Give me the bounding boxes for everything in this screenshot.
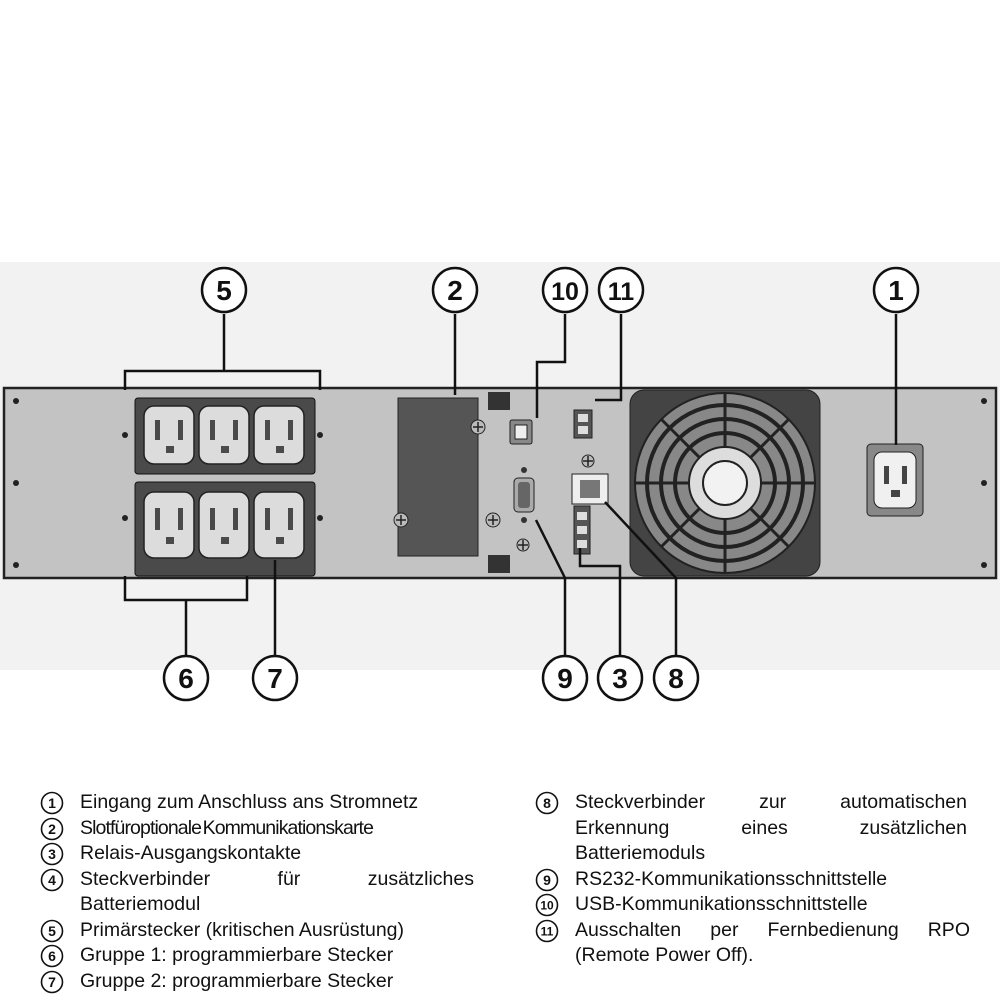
legend-number-badge: 2 — [40, 817, 64, 841]
callout-label: 6 — [178, 663, 194, 694]
chassis-screws — [13, 398, 987, 568]
ups-rear-panel-diagram: 5 2 10 11 1 6 7 9 3 8 — [0, 262, 1000, 702]
legend-text: Primärstecker (kritischen Ausrüstung) — [80, 918, 405, 941]
legend-item-2: 2 Slotfüroptionale Kommunikationskarte — [40, 816, 490, 842]
callout-1: 1 — [872, 266, 920, 314]
legend-text: Gruppe 1: programmierbare Stecker — [80, 944, 394, 966]
legend-item-9: 9 RS232-Kommunikationsschnittstelle — [535, 867, 985, 893]
callout-label: 8 — [668, 663, 684, 694]
callout-6: 6 — [162, 654, 210, 702]
legend-text: RS232-Kommunikationsschnittstelle — [575, 867, 888, 890]
cooling-fan — [629, 389, 821, 577]
communication-card-slot — [397, 397, 479, 557]
callout-label: 11 — [608, 278, 635, 306]
callout-label: 7 — [267, 663, 283, 694]
iec-outlets — [143, 405, 305, 559]
legend-item-6: 6 Gruppe 1: programmierbare Stecker — [40, 943, 490, 969]
callout-2: 2 — [431, 266, 479, 314]
svg-text:4: 4 — [48, 872, 56, 888]
legend-number-badge: 6 — [40, 944, 64, 968]
callout-7: 7 — [251, 654, 299, 702]
legend-item-3: 3 Relais-Ausgangskontakte — [40, 841, 490, 867]
legend-number-badge: 3 — [40, 842, 64, 866]
svg-text:8: 8 — [543, 795, 551, 811]
legend-number-badge: 1 — [40, 791, 64, 815]
legend-number-badge: 5 — [40, 919, 64, 943]
callout-10: 10 — [541, 266, 589, 314]
legend-number-badge: 11 — [535, 919, 559, 943]
callout-5: 5 — [200, 266, 248, 314]
svg-text:2: 2 — [48, 821, 56, 837]
legend-left-column: 1 Eingang zum Anschluss ans Stromnetz 2 … — [40, 790, 490, 994]
svg-text:6: 6 — [48, 948, 56, 964]
callout-label: 9 — [557, 663, 573, 694]
legend-text: Eingang zum Anschluss ans Stromnetz — [80, 791, 419, 813]
svg-text:11: 11 — [541, 924, 554, 938]
svg-text:9: 9 — [543, 872, 551, 888]
legend-text: Ausschalten per Fernbedienung RPO (Remot… — [575, 918, 970, 967]
legend-number-badge: 10 — [535, 893, 559, 917]
callout-9: 9 — [541, 654, 589, 702]
legend-item-5: 5 Primärstecker (kritischen Ausrüstung) — [40, 918, 490, 944]
callout-8: 8 — [652, 654, 700, 702]
callout-label: 3 — [612, 663, 628, 694]
legend-text: Steckverbinder für zusätzliches Batterie… — [80, 867, 474, 916]
callout-11: 11 — [597, 266, 645, 314]
svg-text:7: 7 — [48, 974, 56, 990]
panel-bracket-bottom — [488, 555, 510, 573]
legend-text: Steckverbinder zur automatischen Erkennu… — [575, 791, 967, 864]
legend-text: Relais-Ausgangskontakte — [80, 842, 302, 864]
svg-text:1: 1 — [48, 795, 56, 811]
legend-item-1: 1 Eingang zum Anschluss ans Stromnetz — [40, 790, 490, 816]
callout-label: 1 — [888, 275, 904, 306]
callout-label: 2 — [447, 275, 463, 306]
legend-text: USB-Kommunikationsschnittstelle — [575, 893, 868, 915]
svg-text:3: 3 — [48, 846, 56, 862]
legend-number-badge: 7 — [40, 970, 64, 994]
legend-text: Slotfüroptionale Kommunikationskarte — [80, 816, 374, 839]
legend-number-badge: 8 — [535, 791, 559, 815]
callout-label: 5 — [216, 275, 232, 306]
panel-bracket-top — [488, 392, 510, 410]
legend-item-8: 8 Steckverbinder zur automatischen Erken… — [535, 790, 985, 867]
legend-item-7: 7 Gruppe 2: programmierbare Stecker — [40, 969, 490, 995]
legend-number-badge: 4 — [40, 868, 64, 892]
callout-leader-lines — [123, 314, 898, 656]
legend-item-11: 11 Ausschalten per Fernbedienung RPO (Re… — [535, 918, 985, 969]
legend-text: Gruppe 2: programmierbare Stecker — [80, 969, 394, 992]
callout-label: 10 — [551, 278, 579, 306]
slot-screws — [393, 419, 595, 552]
svg-text:5: 5 — [48, 923, 56, 939]
svg-text:10: 10 — [540, 899, 554, 913]
callout-3: 3 — [596, 654, 644, 702]
legend-right-column: 8 Steckverbinder zur automatischen Erken… — [535, 790, 985, 969]
legend-item-4: 4 Steckverbinder für zusätzliches Batter… — [40, 867, 490, 918]
legend-item-10: 10 USB-Kommunikationsschnittstelle — [535, 892, 985, 918]
legend-number-badge: 9 — [535, 868, 559, 892]
